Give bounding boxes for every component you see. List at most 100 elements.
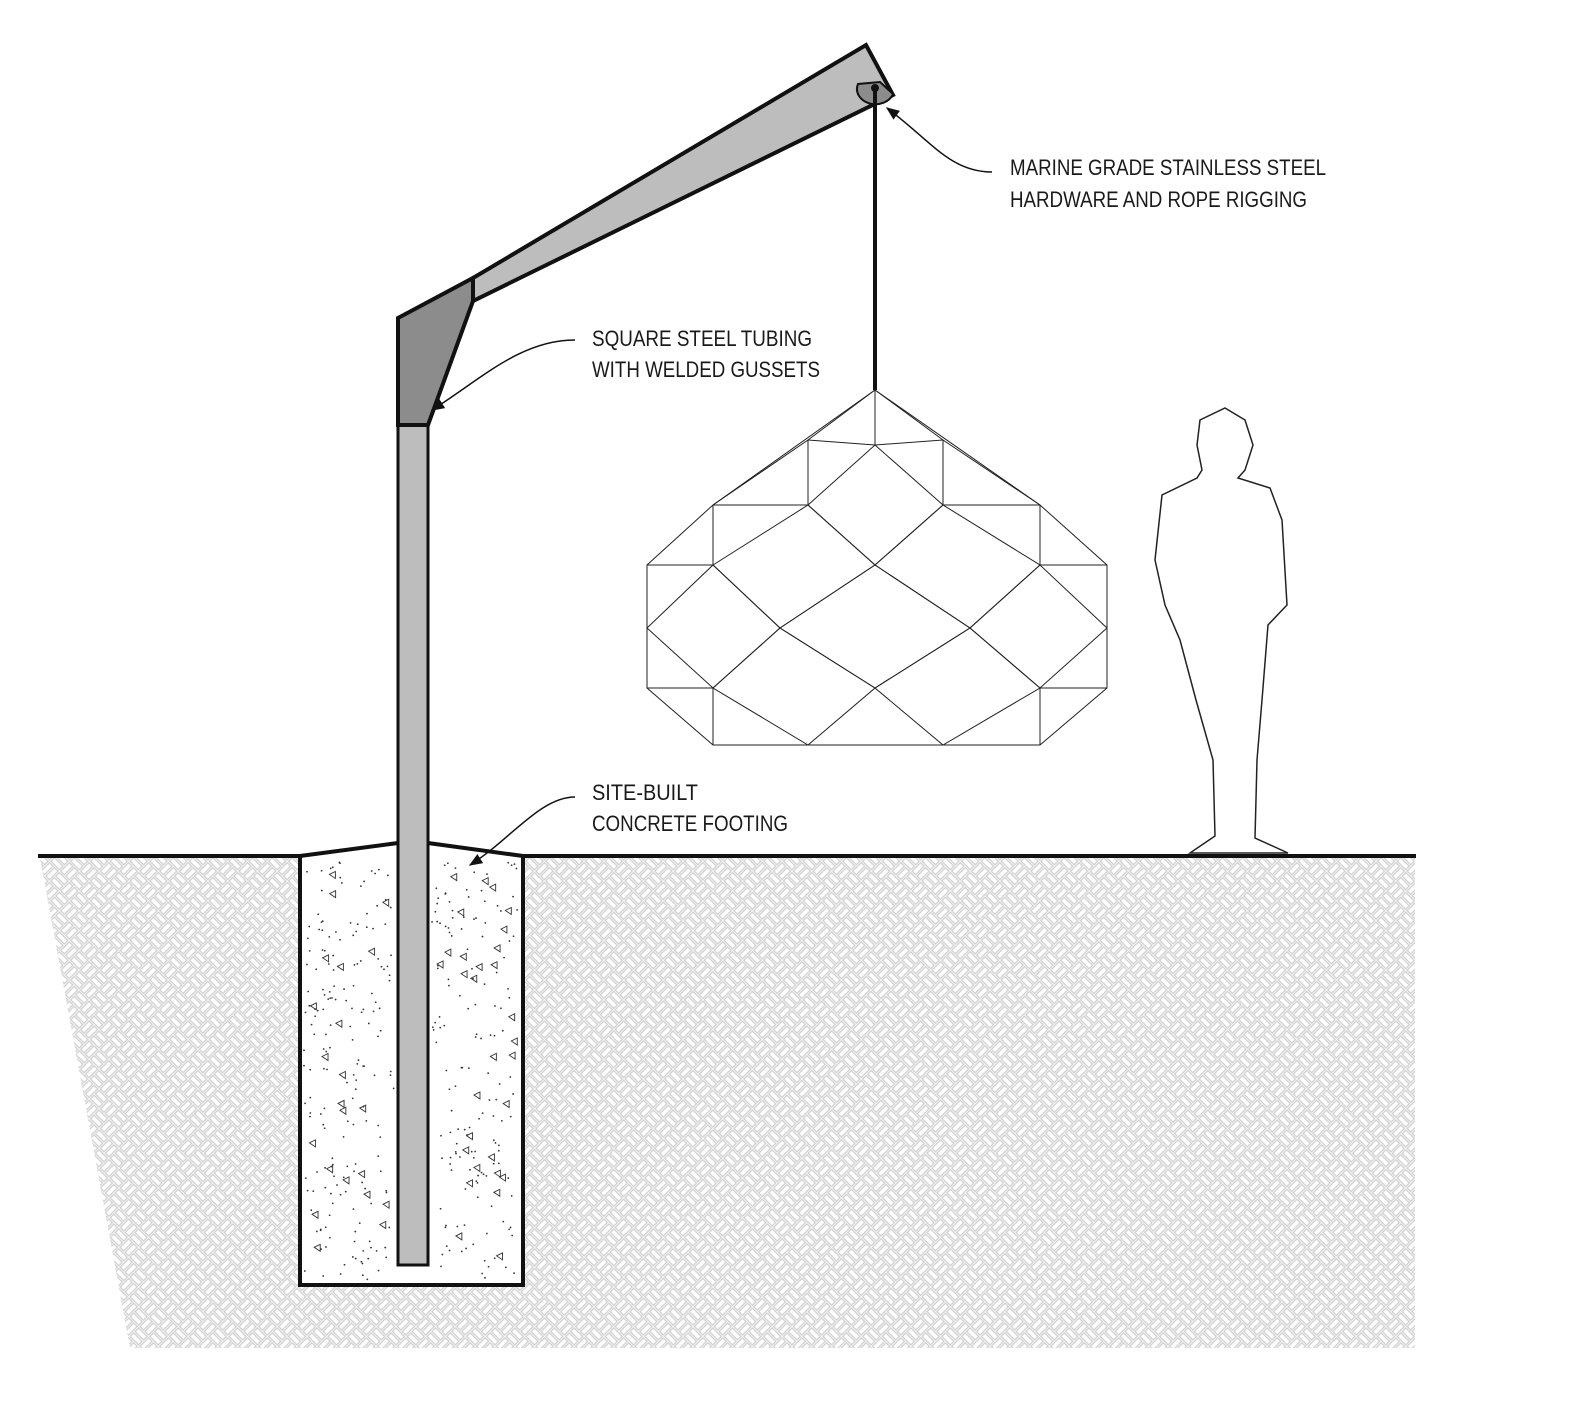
concrete-speckle xyxy=(510,1194,513,1197)
concrete-speckle xyxy=(477,1174,480,1177)
concrete-speckle xyxy=(346,1165,349,1168)
concrete-aggregate xyxy=(504,906,512,916)
concrete-speckle xyxy=(333,985,336,988)
concrete-speckle xyxy=(360,1260,363,1263)
footing-leader xyxy=(468,796,576,866)
concrete-speckle xyxy=(497,1149,500,1152)
concrete-speckle xyxy=(392,1087,395,1090)
concrete-speckle xyxy=(368,1240,371,1243)
concrete-speckle xyxy=(370,992,373,995)
concrete-speckle xyxy=(508,996,511,999)
concrete-speckle xyxy=(495,1098,498,1101)
concrete-speckle xyxy=(351,1038,354,1041)
concrete-aggregate xyxy=(321,1052,329,1062)
concrete-speckle xyxy=(483,900,486,903)
concrete-speckle xyxy=(319,1229,322,1232)
concrete-aggregate xyxy=(488,883,497,892)
concrete-speckle xyxy=(304,1011,307,1014)
concrete-speckle xyxy=(331,1163,334,1166)
concrete-aggregate xyxy=(337,1099,345,1109)
concrete-speckle xyxy=(335,931,337,933)
concrete-speckle xyxy=(443,1024,446,1027)
tubing-label-line1: SQUARE STEEL TUBING xyxy=(592,326,812,351)
concrete-speckle xyxy=(374,1001,377,1004)
concrete-speckle xyxy=(309,1096,312,1099)
concrete-speckle xyxy=(384,923,387,926)
rigging-leader xyxy=(885,107,993,173)
rigging-label-line2: HARDWARE AND ROPE RIGGING xyxy=(1010,187,1307,212)
concrete-speckle xyxy=(434,910,437,913)
concrete-aggregate xyxy=(469,974,478,984)
concrete-speckle xyxy=(361,1274,364,1277)
concrete-speckle xyxy=(475,917,477,919)
polyhedron-sculpture xyxy=(646,389,1108,746)
concrete-speckle xyxy=(361,1262,364,1265)
concrete-speckle xyxy=(464,1188,467,1190)
concrete-speckle xyxy=(385,1189,388,1192)
concrete-speckle xyxy=(484,921,487,924)
concrete-speckle xyxy=(493,1034,496,1037)
concrete-speckle xyxy=(318,928,321,931)
concrete-speckle xyxy=(386,874,389,877)
concrete-speckle xyxy=(367,1257,370,1260)
concrete-speckle xyxy=(306,1189,309,1192)
concrete-speckle xyxy=(370,1202,373,1205)
concrete-speckle xyxy=(377,1124,380,1127)
concrete-speckle xyxy=(461,1066,464,1069)
concrete-aggregate xyxy=(493,1169,501,1178)
concrete-aggregate xyxy=(358,1104,367,1113)
concrete-speckle xyxy=(389,1070,392,1073)
concrete-speckle xyxy=(480,1171,483,1174)
concrete-speckle xyxy=(343,1263,346,1266)
concrete-aggregate xyxy=(334,1019,343,1029)
concrete-speckle xyxy=(468,1126,471,1129)
concrete-speckle xyxy=(454,1085,457,1088)
concrete-speckle xyxy=(309,1115,311,1118)
concrete-speckle xyxy=(440,1265,442,1268)
concrete-speckle xyxy=(432,1029,435,1031)
concrete-speckle xyxy=(366,912,368,915)
concrete-speckle xyxy=(352,1123,355,1126)
concrete-aggregate xyxy=(363,1190,371,1200)
concrete-speckle xyxy=(370,870,373,872)
concrete-aggregate xyxy=(490,960,498,970)
concrete-speckle xyxy=(303,1049,305,1052)
concrete-speckle xyxy=(365,1120,368,1122)
concrete-speckle xyxy=(312,1190,315,1193)
concrete-speckle xyxy=(373,1074,376,1077)
concrete-speckle xyxy=(324,1186,327,1189)
concrete-speckle xyxy=(360,885,362,888)
concrete-speckle xyxy=(448,1088,451,1091)
concrete-speckle xyxy=(474,1150,477,1153)
concrete-aggregate xyxy=(313,1243,321,1253)
concrete-speckle xyxy=(389,906,392,909)
concrete-speckle xyxy=(445,1069,448,1072)
concrete-aggregate xyxy=(357,1169,366,1179)
concrete-speckle xyxy=(328,990,331,993)
concrete-speckle xyxy=(492,1162,495,1165)
concrete-speckle xyxy=(439,922,441,925)
concrete-speckle xyxy=(377,1269,380,1272)
concrete-speckle xyxy=(325,1033,327,1036)
concrete-speckle xyxy=(355,1079,358,1082)
concrete-aggregate xyxy=(465,1179,473,1188)
concrete-speckle xyxy=(358,1222,361,1225)
concrete-aggregate xyxy=(367,947,376,957)
concrete-speckle xyxy=(448,984,450,987)
concrete-speckle xyxy=(502,1220,505,1223)
concrete-speckle xyxy=(474,1003,477,1006)
concrete-speckle xyxy=(509,1076,512,1078)
concrete-speckle xyxy=(486,873,488,876)
concrete-speckle xyxy=(362,1008,365,1011)
concrete-speckle xyxy=(317,913,320,916)
concrete-speckle xyxy=(509,1226,512,1229)
concrete-speckle xyxy=(463,1224,466,1227)
concrete-speckle xyxy=(448,900,451,903)
concrete-speckle xyxy=(326,1068,328,1071)
concrete-speckle xyxy=(328,1236,331,1239)
concrete-speckle xyxy=(494,1005,496,1007)
concrete-speckle xyxy=(324,1166,326,1169)
concrete-speckle xyxy=(467,896,470,898)
concrete-aggregate xyxy=(510,1037,518,1046)
concrete-aggregate xyxy=(382,1200,390,1210)
